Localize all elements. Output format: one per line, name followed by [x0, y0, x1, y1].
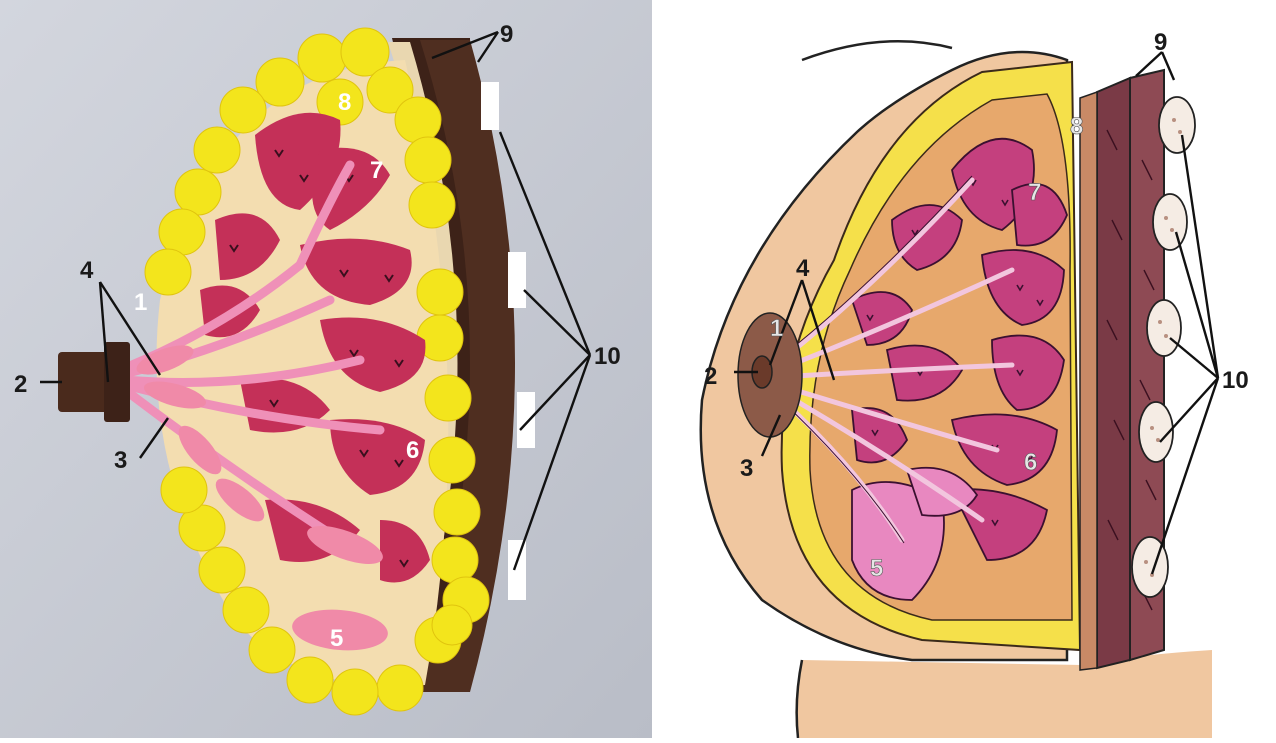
- photo-label-8: 8: [338, 89, 351, 116]
- photo-label-9: 9: [500, 21, 513, 48]
- diagram-label-3: 3: [740, 455, 753, 482]
- felt-nipple: [58, 352, 108, 412]
- diagram-label-2: 2: [704, 363, 717, 390]
- photo-label-2: 2: [14, 371, 27, 398]
- photo-label-1: 1: [134, 289, 147, 316]
- photo-label-4: 4: [80, 257, 94, 284]
- diagram-label-6: 6: [1024, 449, 1037, 476]
- felt-model-illustration: 1 2 3 4 5 6 7 8 9 10: [0, 0, 652, 738]
- rib-strip: [517, 392, 535, 448]
- rib-strip: [481, 82, 499, 130]
- photo-label-10: 10: [594, 343, 621, 370]
- fascia-layer: [1080, 92, 1097, 670]
- rib-strip: [508, 540, 526, 600]
- diagram-label-5: 5: [870, 555, 883, 582]
- anatomy-illustration: 1 2 3 4 5 6 7 8 9 10: [652, 0, 1276, 738]
- photo-label-3: 3: [114, 447, 127, 474]
- felt-model-photo: 1 2 3 4 5 6 7 8 9 10: [0, 0, 652, 738]
- rib-strip: [508, 252, 526, 308]
- diagram-label-9: 9: [1154, 29, 1167, 56]
- diagram-label-4: 4: [796, 255, 810, 282]
- photo-label-7: 7: [370, 157, 383, 184]
- diagram-label-1: 1: [770, 315, 783, 342]
- pectoral-muscle: [1097, 78, 1130, 668]
- photo-label-6: 6: [406, 437, 419, 464]
- photo-label-5: 5: [330, 625, 343, 652]
- anatomy-diagram: 1 2 3 4 5 6 7 8 9 10: [652, 0, 1276, 738]
- diagram-label-10: 10: [1222, 367, 1249, 394]
- diagram-label-7: 7: [1028, 179, 1041, 206]
- diagram-label-8: 8: [1070, 113, 1083, 140]
